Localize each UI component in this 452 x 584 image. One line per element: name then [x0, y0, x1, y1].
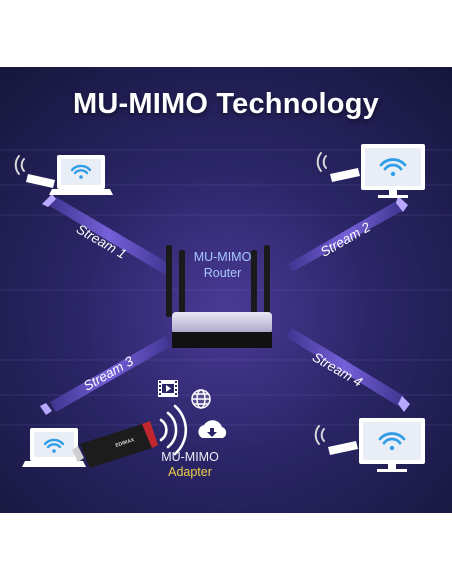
globe-icon	[191, 389, 211, 409]
adapter-label: MU-MIMO Adapter	[140, 450, 240, 480]
monitor-top-right	[361, 144, 425, 198]
usb-dongle-top-right	[316, 152, 360, 182]
router-label: MU-MIMO Router	[170, 249, 275, 281]
stream-band-4	[286, 328, 410, 412]
adapter-label-line2: Adapter	[168, 465, 212, 479]
wifi-icon	[378, 432, 406, 451]
wifi-icon	[379, 158, 407, 177]
laptop-bottom-left	[22, 428, 86, 467]
router-label-line1: MU-MIMO	[193, 250, 252, 264]
stream-band-2	[288, 196, 408, 272]
usb-adapter: EDIMAX	[72, 421, 158, 468]
wifi-icon	[43, 438, 65, 453]
usb-dongle-top-left	[14, 155, 55, 188]
wifi-icon	[70, 164, 92, 179]
stream-band-3	[40, 336, 171, 415]
router-label-line2: Router	[203, 266, 242, 280]
diagram-panel: EDIMAX	[0, 67, 452, 513]
stream-band-1	[42, 194, 170, 274]
cloud-download-icon	[198, 420, 227, 438]
adapter-signal-icon	[159, 404, 188, 456]
laptop-top-left	[49, 155, 113, 195]
adapter-label-line1: MU-MIMO	[161, 450, 219, 464]
adapter-brand: EDIMAX	[115, 437, 136, 449]
monitor-bottom-right	[359, 418, 425, 472]
page-title: MU-MIMO Technology	[73, 88, 379, 120]
film-icon	[158, 380, 178, 397]
router	[166, 245, 272, 348]
usb-dongle-bottom-right	[314, 425, 358, 455]
